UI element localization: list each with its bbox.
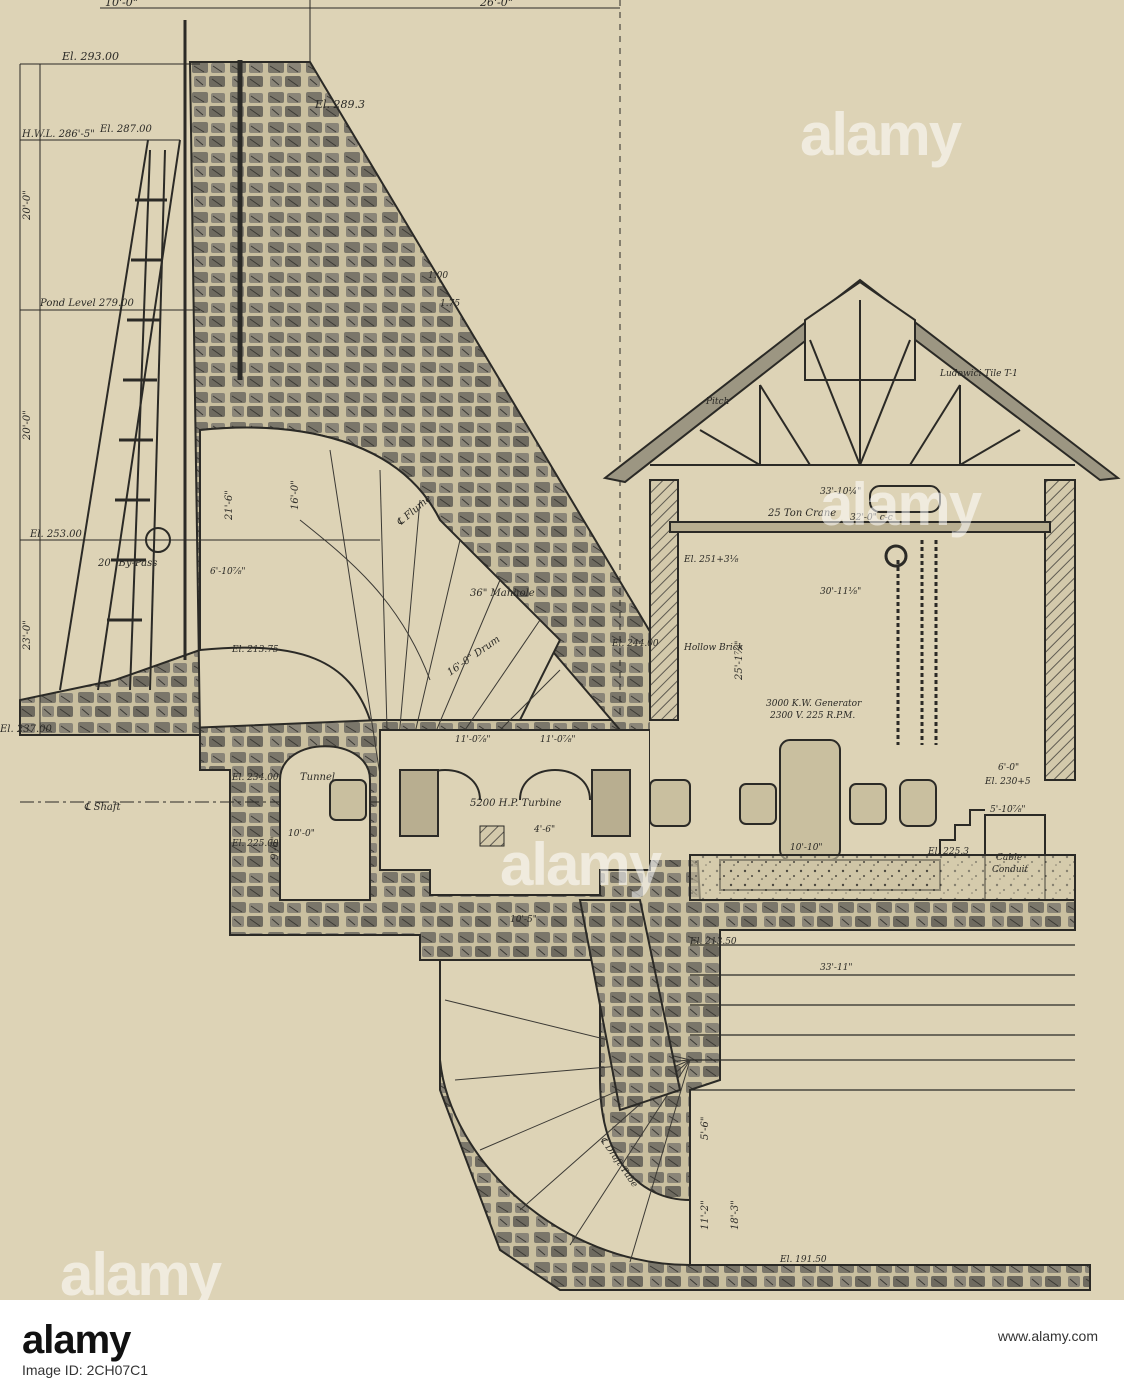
elev-pond: Pond Level 279.00: [39, 298, 134, 309]
vdim-1: 20'-0": [22, 190, 33, 221]
footer-bar: alamy Image ID: 2CH07C1 www.alamy.com: [0, 1300, 1124, 1390]
label-ratio-1: 1.00: [428, 271, 448, 281]
elev-289: El. 289.3: [314, 98, 365, 111]
ladder: [59, 139, 181, 691]
floor-slab: [689, 854, 1076, 901]
label-crane-span: 32'-0" c-c: [850, 513, 893, 523]
elev-234: El. 234.00: [231, 773, 279, 783]
label-tile: Ludowici Tile T-1: [939, 369, 1018, 379]
elev-287: El. 287.00: [99, 124, 152, 135]
elev-213: El. 213.75: [231, 645, 279, 655]
elev-230: El. 230+5: [984, 777, 1031, 787]
top-dim-2: 26'-0": [479, 0, 513, 9]
label-dim-10-5: 10'-5": [510, 915, 537, 925]
label-crane: 25 Ton Crane: [767, 508, 836, 519]
vdim-2: 20'-0": [22, 410, 33, 441]
level-lines: [19, 0, 1075, 803]
label-tunnel: Tunnel: [300, 772, 335, 783]
label-ratio-2: 1.75: [440, 299, 460, 309]
label-cable-1: Cable: [996, 853, 1022, 863]
vdim-10: 5'-6": [700, 1117, 711, 1140]
generator-bearing-right: [849, 783, 887, 825]
elev-191: El. 191.50: [779, 1255, 827, 1265]
tunnel-bearing: [329, 779, 367, 821]
label-shaft: ℄ Shaft: [84, 802, 122, 813]
generator: [779, 739, 841, 861]
crane-girder: [669, 521, 1051, 533]
label-dim-11a: 11'-0⅞": [455, 735, 491, 745]
engineering-drawing: 10'-0" 26'-0" El. 293.00 H.W.L. 286'-5" …: [0, 0, 1121, 1291]
ladder-rungs: [107, 198, 167, 622]
alamy-logo: alamy: [22, 1318, 131, 1362]
vdim-9: 18'-3": [730, 1200, 741, 1230]
label-dim-4-6: 4'-6": [533, 825, 555, 835]
label-manhole: 36" Manhole: [470, 588, 535, 599]
turbine-runner-left: [399, 769, 439, 837]
draft-tube: [439, 959, 691, 1267]
top-dim-1: 10'-0": [105, 0, 138, 9]
label-generator-2: 2300 V. 225 R.P.M.: [769, 711, 855, 721]
powerhouse-left-wall: [649, 479, 679, 721]
label-dim-11b: 11'-0⅞": [540, 735, 576, 745]
label-span-33: 33'-11": [820, 963, 853, 973]
elev-251: El. 251+3⅛: [683, 555, 739, 565]
vdim-4: 21'-6": [224, 490, 235, 521]
tailrace-lines: [690, 944, 1075, 1091]
vdim-3: 23'-0": [22, 620, 33, 651]
crane-trolley: [869, 485, 941, 513]
powerhouse-section-svg: 10'-0" 26'-0" El. 293.00 H.W.L. 286'-5" …: [0, 0, 1121, 1291]
label-roof-span: 33'-10¼": [820, 486, 861, 497]
elev-237: El. 237.00: [0, 724, 52, 735]
elev-2253: El. 225.3: [927, 847, 969, 857]
tunnel-arch: [279, 745, 371, 901]
elev-244: El. 244.00: [611, 639, 659, 649]
label-inner-span: 30'-11⅛": [820, 587, 861, 597]
roof-truss: [650, 300, 1075, 466]
label-dim-6-0: 6'-0": [998, 763, 1019, 773]
vdim-7: 9'-6": [270, 837, 281, 860]
powerhouse-roof: [602, 278, 1121, 484]
turbine-runner-right: [591, 769, 631, 837]
label-hollow-brick: Hollow Brick: [683, 643, 743, 653]
turbine-grating: [479, 825, 505, 847]
elev-225: El. 225.00: [231, 839, 279, 849]
vdim-6: 25'-1⅞": [734, 640, 745, 681]
label-turbine: 5200 H.P. Turbine: [470, 798, 562, 809]
label-generator-1: 3000 K.W. Generator: [766, 699, 862, 709]
label-dim-6-10: 6'-10⅞": [210, 567, 246, 577]
vdim-8: 11'-2": [700, 1200, 711, 1230]
vdim-5: 16'-0": [290, 480, 301, 510]
crane-chains: [896, 540, 938, 745]
exciter: [899, 779, 937, 827]
label-dim-10: 10'-0": [288, 829, 315, 839]
elev-2135: El. 213.50: [689, 937, 737, 947]
footer-url: www.alamy.com: [997, 1328, 1098, 1344]
draft-tube-wall: [578, 899, 682, 1112]
crane-hook: [884, 544, 908, 568]
elev-293: El. 293.00: [61, 50, 119, 63]
label-cable-2: Conduit: [992, 865, 1029, 875]
image-id: Image ID: 2CH07C1: [22, 1362, 149, 1378]
label-dim-5-10: 5'-10⅞": [990, 805, 1026, 815]
shaft-coupling: [649, 779, 691, 827]
label-dim-10-10: 10'-10": [790, 843, 823, 853]
generator-bearing-left: [739, 783, 777, 825]
elev-253: El. 253.00: [29, 529, 82, 540]
elev-hwl: H.W.L. 286'-5": [21, 129, 95, 140]
label-pitch: Pitch: [705, 397, 729, 407]
label-bypass: 20" By-Pass: [97, 558, 157, 569]
stairs: [939, 809, 985, 855]
